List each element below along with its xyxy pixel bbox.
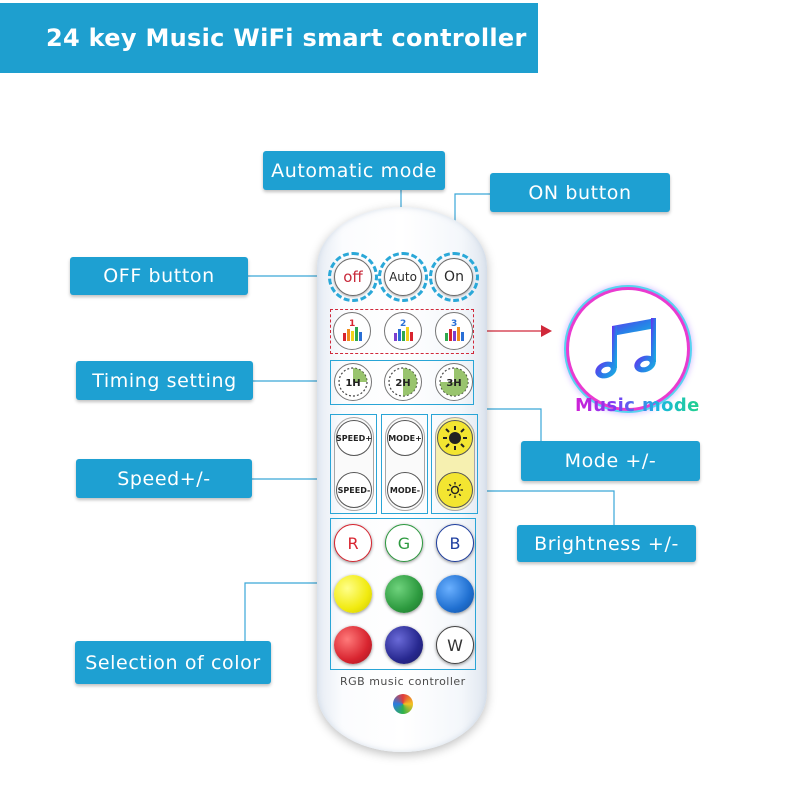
color-group <box>330 518 476 670</box>
music-mode-2-button[interactable]: 2 <box>384 312 422 350</box>
green-color-button[interactable] <box>385 575 423 613</box>
clock-icon: 3H <box>439 367 469 397</box>
timer-3h-button[interactable]: 3H <box>435 363 473 401</box>
mode-group <box>381 414 428 514</box>
clock-icon: 1H <box>338 367 368 397</box>
dark-blue-color-button[interactable] <box>385 626 423 664</box>
label-automatic-mode: Automatic mode <box>263 151 445 190</box>
auto-highlight-ring <box>378 252 428 302</box>
svg-text:2H: 2H <box>395 378 410 389</box>
brightness-minus-button[interactable] <box>437 472 473 508</box>
off-highlight-ring <box>328 252 378 302</box>
svg-text:3: 3 <box>451 319 457 329</box>
label-timing-setting: Timing setting <box>76 361 253 400</box>
brightness-plus-button[interactable] <box>437 420 473 456</box>
remote-caption: RGB music controller <box>340 675 466 688</box>
label-speed: Speed+/- <box>76 459 252 498</box>
sun-icon <box>447 482 463 498</box>
green-letter-button[interactable]: G <box>385 524 423 562</box>
label-off-button: OFF button <box>70 257 248 295</box>
label-mode: Mode +/- <box>521 441 700 481</box>
yellow-color-button[interactable] <box>334 575 372 613</box>
timer-group <box>330 360 474 405</box>
red-letter-button[interactable]: R <box>334 524 372 562</box>
music-mode-label: Music mode <box>575 395 700 416</box>
page-title: 24 key Music WiFi smart controller <box>46 24 527 52</box>
brightness-rocker <box>435 417 475 511</box>
speed-group <box>330 414 377 514</box>
music-mode-badge <box>569 290 687 408</box>
auto-button[interactable]: Auto <box>384 258 422 296</box>
white-letter-button[interactable]: W <box>436 626 474 664</box>
label-brightness: Brightness +/- <box>517 525 696 562</box>
blue-letter-button[interactable]: B <box>436 524 474 562</box>
brightness-group <box>431 414 478 514</box>
mode-plus-button[interactable]: MODE+ <box>387 420 423 456</box>
speed-rocker: SPEED+ SPEED- <box>334 417 374 511</box>
off-button[interactable]: off <box>334 258 372 296</box>
speed-minus-button[interactable]: SPEED- <box>336 472 372 508</box>
svg-text:1: 1 <box>349 319 355 329</box>
mode-rocker: MODE+ MODE- <box>385 417 425 511</box>
blue-color-button[interactable] <box>436 575 474 613</box>
timer-1h-button[interactable]: 1H <box>334 363 372 401</box>
svg-text:3H: 3H <box>446 378 461 389</box>
speed-plus-button[interactable]: SPEED+ <box>336 420 372 456</box>
red-color-button[interactable] <box>334 626 372 664</box>
brand-logo <box>393 694 413 714</box>
clock-icon: 2H <box>388 367 418 397</box>
title-banner: 24 key Music WiFi smart controller <box>0 3 538 73</box>
music-mode-3-button[interactable]: 3 <box>435 312 473 350</box>
on-highlight-ring <box>429 252 479 302</box>
svg-text:2: 2 <box>400 319 406 329</box>
sun-icon <box>443 426 467 450</box>
on-button[interactable]: On <box>435 258 473 296</box>
music-note-icon <box>595 318 656 379</box>
equalizer-icon: 3 <box>445 319 464 341</box>
music-mode-1-button[interactable]: 1 <box>333 312 371 350</box>
equalizer-icon: 1 <box>343 319 362 341</box>
label-selection-of-color: Selection of color <box>75 641 271 684</box>
equalizer-icon: 2 <box>394 319 413 341</box>
timer-2h-button[interactable]: 2H <box>384 363 422 401</box>
music-mode-group <box>330 309 474 354</box>
label-on-button: ON button <box>490 173 670 212</box>
svg-text:1H: 1H <box>345 378 360 389</box>
mode-minus-button[interactable]: MODE- <box>387 472 423 508</box>
